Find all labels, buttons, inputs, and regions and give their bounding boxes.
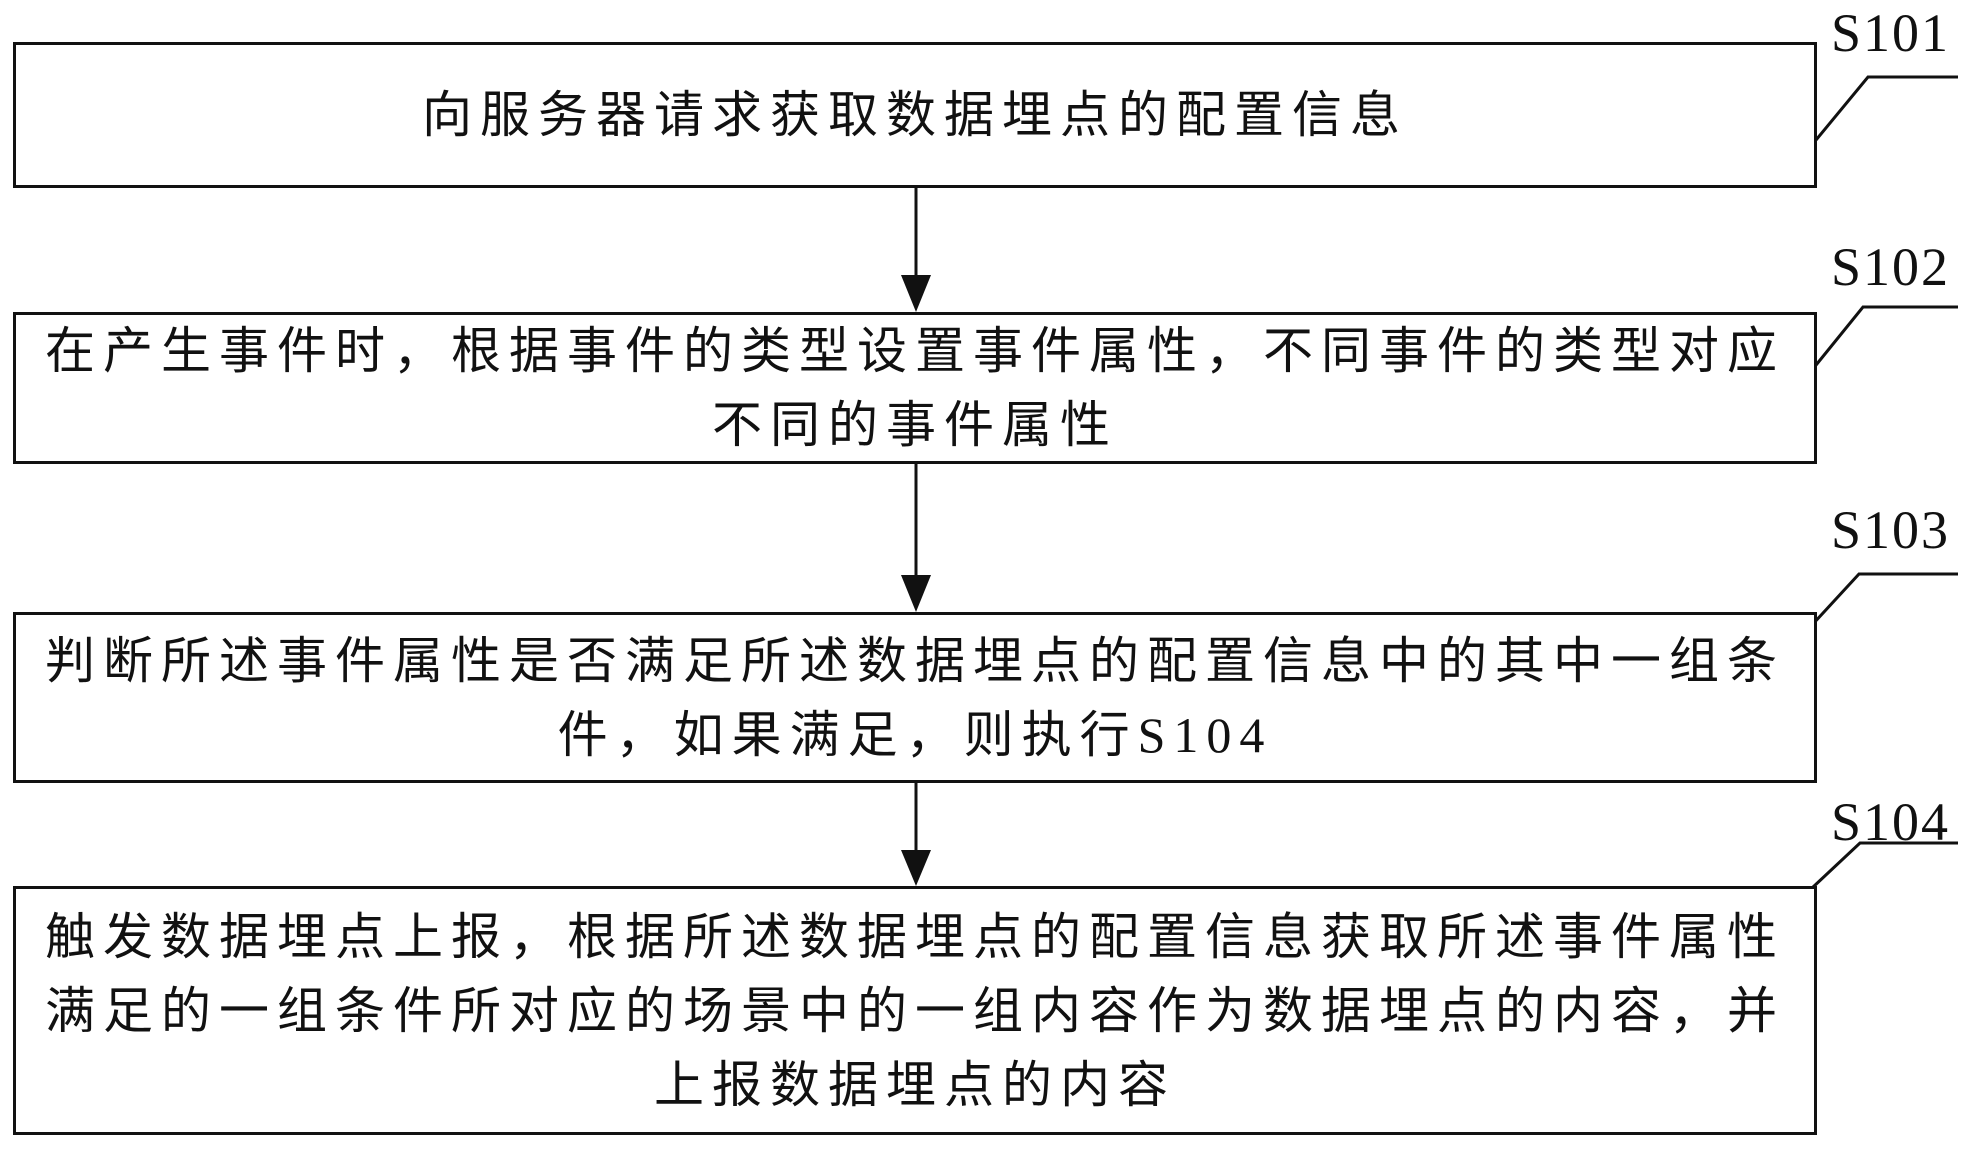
step-label-s104: S104 <box>1830 792 1950 852</box>
flow-step-box-s104: 触发数据埋点上报，根据所述数据埋点的配置信息获取所述事件属性 满足的一组条件所对… <box>13 886 1817 1135</box>
flow-step-text-line: 上报数据埋点的内容 <box>654 1056 1176 1113</box>
step-label-s101: S101 <box>1830 3 1950 63</box>
arrow-2-head <box>901 575 931 612</box>
s101-leader-line <box>1814 75 1958 141</box>
s103-leader-line <box>1798 572 1958 640</box>
s102-leader-line <box>1810 305 1958 371</box>
flow-step-text-line: 件，如果满足，则执行S104 <box>557 706 1273 763</box>
flow-step-text-line: 不同的事件属性 <box>712 397 1118 453</box>
flow-step-text-line: 满足的一组条件所对应的场景中的一组内容作为数据埋点的内容，并 <box>45 982 1785 1039</box>
flow-step-box-s103: 判断所述事件属性是否满足所述数据埋点的配置信息中的其中一组条 件，如果满足，则执… <box>13 612 1817 783</box>
flow-step-box-s102: 在产生事件时，根据事件的类型设置事件属性，不同事件的类型对应 不同的事件属性 <box>13 312 1817 464</box>
flow-step-box-s101: 向服务器请求获取数据埋点的配置信息 <box>13 42 1817 188</box>
arrow-1-head <box>901 275 931 312</box>
step-label-s103: S103 <box>1830 500 1950 560</box>
arrow-3 <box>901 783 931 886</box>
flow-step-text-line: 触发数据埋点上报，根据所述数据埋点的配置信息获取所述事件属性 <box>45 908 1785 965</box>
arrow-2 <box>901 464 931 612</box>
flow-step-text-line: 在产生事件时，根据事件的类型设置事件属性，不同事件的类型对应 <box>45 323 1785 379</box>
flow-step-text-line: 判断所述事件属性是否满足所述数据埋点的配置信息中的其中一组条 <box>45 632 1785 689</box>
s104-leader-line <box>1810 841 1958 890</box>
step-label-s102: S102 <box>1830 237 1950 297</box>
arrow-3-head <box>901 850 931 886</box>
arrow-1 <box>901 188 931 312</box>
flow-step-text-line: 向服务器请求获取数据埋点的配置信息 <box>422 87 1408 143</box>
